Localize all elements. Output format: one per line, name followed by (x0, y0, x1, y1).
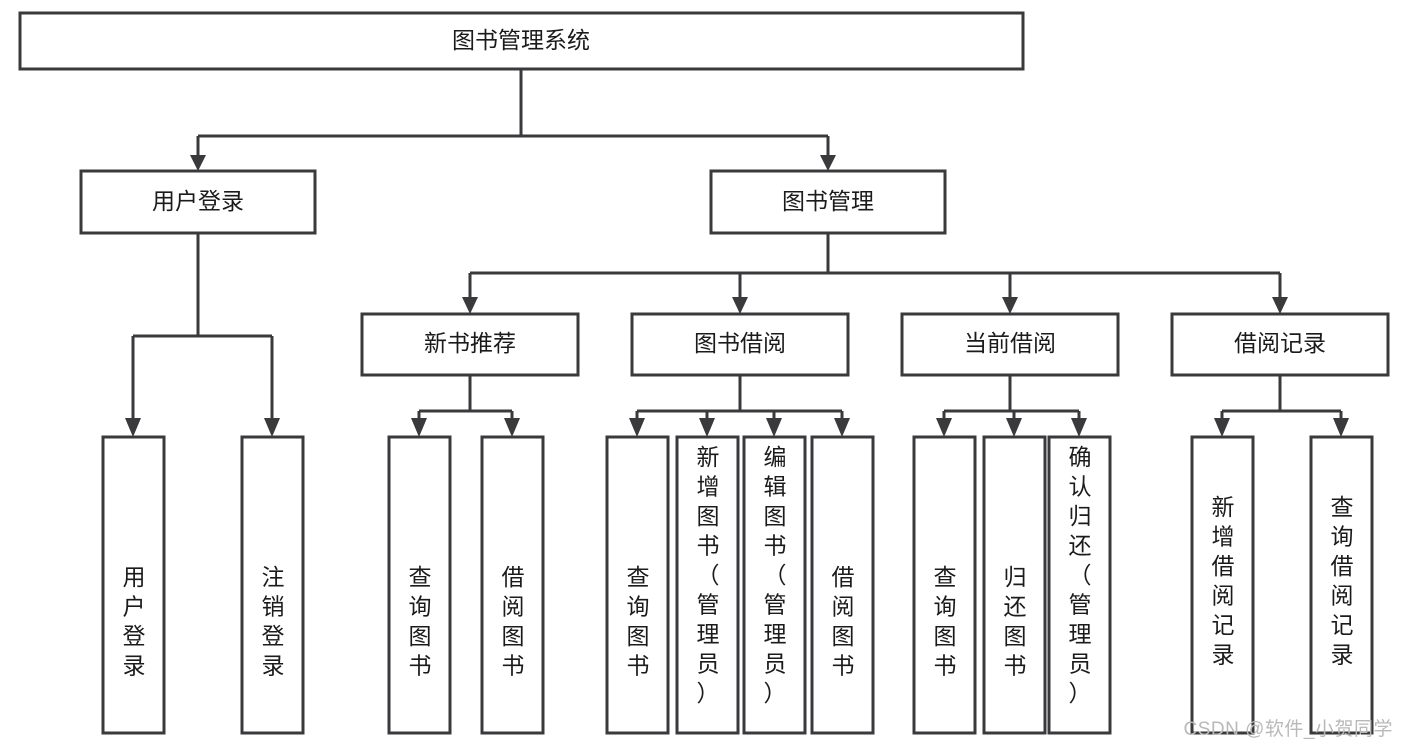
node-root[interactable]: 图书管理系统 (18, 11, 1025, 71)
node-leaf-user-logout[interactable]: 注销登录 (240, 435, 305, 735)
node-book-manage[interactable]: 图书管理 (709, 169, 947, 235)
node-leaf-borrow-book[interactable]: 借阅图书 (810, 435, 875, 735)
csdn-watermark: CSDN @软件_小贺同学 (1183, 719, 1393, 740)
edge-newbookrec-to-leaves (411, 375, 520, 437)
node-leaf-confirm-return-label: 确认归还（管理员） (1069, 444, 1092, 706)
node-book-borrow-label: 图书借阅 (694, 330, 786, 356)
node-new-book-rec[interactable]: 新书推荐 (360, 312, 580, 377)
node-leaf-query-book-label: 查询图书 (627, 564, 650, 679)
node-leaf-edit-book[interactable]: 编辑图书（管理员） (742, 435, 807, 735)
edge-borrowrecord-to-leaves (1214, 375, 1349, 437)
node-leaf-edit-book-box[interactable] (742, 435, 807, 735)
node-leaf-add-book-label: 新增图书（管理员） (697, 444, 720, 706)
node-current-borrow-box[interactable] (900, 312, 1120, 377)
node-book-borrow-box[interactable] (630, 312, 850, 377)
node-user-login[interactable]: 用户登录 (79, 169, 317, 235)
nodes-layer: 图书管理系统 用户登录 图书管理 新书推荐 图书借阅 (18, 11, 1390, 735)
node-new-book-rec-label: 新书推荐 (424, 330, 516, 356)
node-leaf-borrow-book-label: 借阅图书 (832, 564, 855, 679)
node-leaf-query-book[interactable]: 查询图书 (605, 435, 670, 735)
node-leaf-query-record[interactable]: 查询借阅记录 (1309, 435, 1374, 735)
node-leaf-query-book-cur-label: 查询图书 (934, 564, 957, 679)
node-current-borrow-label: 当前借阅 (964, 330, 1056, 356)
node-leaf-user-login-box[interactable] (101, 435, 166, 735)
node-leaf-query-record-label: 查询借阅记录 (1331, 494, 1354, 668)
node-leaf-add-book[interactable]: 新增图书（管理员） (675, 435, 740, 735)
node-leaf-return-book[interactable]: 归还图书 (982, 435, 1047, 735)
node-leaf-query-book-cur[interactable]: 查询图书 (912, 435, 977, 735)
node-leaf-edit-book-label: 编辑图书（管理员） (764, 444, 787, 706)
node-book-manage-box[interactable] (709, 169, 947, 235)
node-book-borrow[interactable]: 图书借阅 (630, 312, 850, 377)
node-user-login-box[interactable] (79, 169, 317, 235)
node-leaf-borrow-book-rec-label: 借阅图书 (502, 564, 525, 679)
node-leaf-query-record-box[interactable] (1309, 435, 1374, 735)
node-leaf-user-login[interactable]: 用户登录 (101, 435, 166, 735)
edge-userlogin-to-leaves (125, 233, 280, 437)
node-leaf-add-book-box[interactable] (675, 435, 740, 735)
node-root-label: 图书管理系统 (452, 27, 590, 53)
node-new-book-rec-box[interactable] (360, 312, 580, 377)
edge-bookborrow-to-leaves (629, 375, 850, 437)
node-leaf-add-record-box[interactable] (1190, 435, 1255, 735)
node-leaf-query-book-cur-box[interactable] (912, 435, 977, 735)
edge-bookmanage-to-level3 (462, 233, 1288, 314)
node-leaf-user-logout-box[interactable] (240, 435, 305, 735)
node-borrow-record-label: 借阅记录 (1234, 330, 1326, 356)
node-leaf-user-logout-label: 注销登录 (262, 564, 285, 679)
node-leaf-query-book-rec-box[interactable] (387, 435, 452, 735)
node-book-manage-label: 图书管理 (782, 188, 874, 214)
node-leaf-borrow-book-box[interactable] (810, 435, 875, 735)
node-leaf-query-book-rec-label: 查询图书 (409, 564, 432, 679)
edge-root-to-level2 (190, 69, 836, 171)
node-borrow-record-box[interactable] (1170, 312, 1390, 377)
node-leaf-add-record-label: 新增借阅记录 (1212, 494, 1235, 668)
node-user-login-label: 用户登录 (152, 188, 244, 214)
node-leaf-borrow-book-rec-box[interactable] (480, 435, 545, 735)
node-leaf-query-book-box[interactable] (605, 435, 670, 735)
node-leaf-confirm-return[interactable]: 确认归还（管理员） (1047, 435, 1112, 735)
edge-currentborrow-to-leaves (936, 375, 1087, 437)
node-leaf-query-book-rec[interactable]: 查询图书 (387, 435, 452, 735)
node-current-borrow[interactable]: 当前借阅 (900, 312, 1120, 377)
node-leaf-return-book-box[interactable] (982, 435, 1047, 735)
node-leaf-borrow-book-rec[interactable]: 借阅图书 (480, 435, 545, 735)
node-leaf-return-book-label: 归还图书 (1004, 564, 1027, 679)
node-leaf-user-login-label: 用户登录 (123, 564, 146, 679)
node-root-box[interactable] (18, 11, 1025, 71)
edges-layer (125, 69, 1349, 437)
node-leaf-add-record[interactable]: 新增借阅记录 (1190, 435, 1255, 735)
node-leaf-confirm-return-box[interactable] (1047, 435, 1112, 735)
node-borrow-record[interactable]: 借阅记录 (1170, 312, 1390, 377)
